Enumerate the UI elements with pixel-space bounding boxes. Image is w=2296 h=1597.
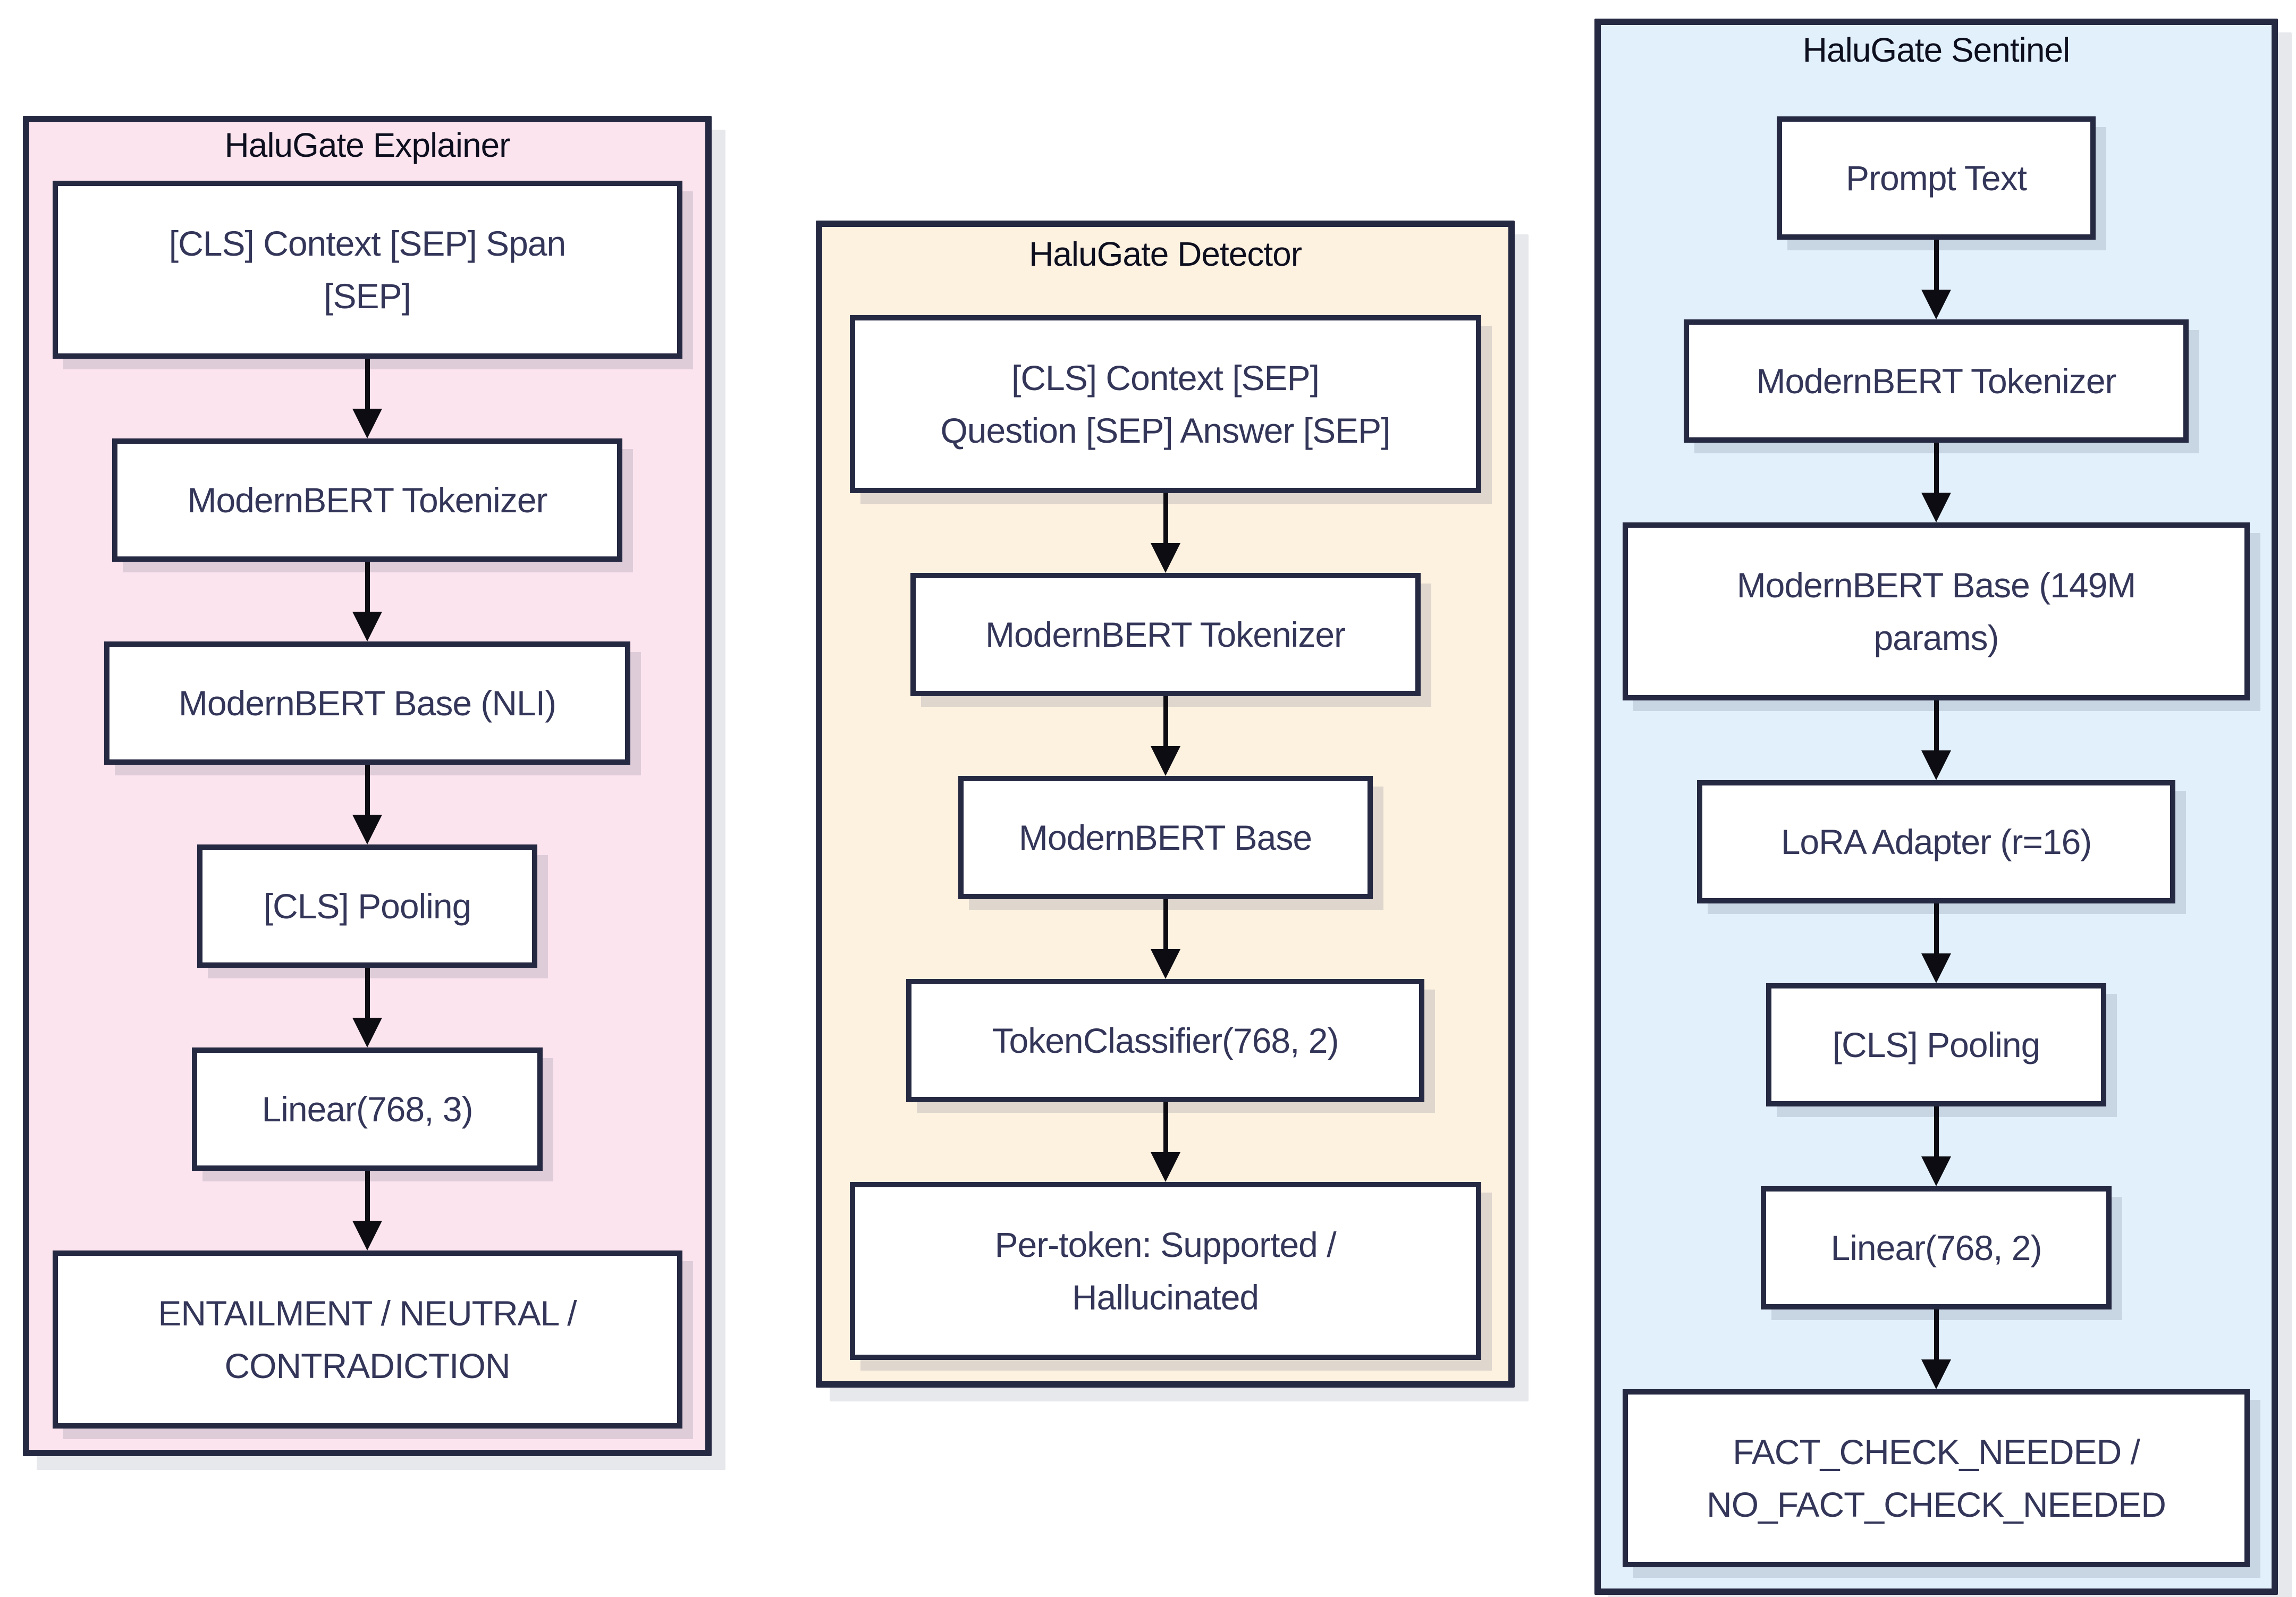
- node-label: ModernBERT Base (149M: [1736, 565, 2137, 605]
- node-modernbert-tokenizer: ModernBERT Tokenizer: [1684, 319, 2189, 443]
- node-label: ModernBERT Tokenizer: [187, 480, 547, 520]
- node-prompt-text: Prompt Text: [1777, 116, 2096, 240]
- arrow-down-icon: [1148, 1102, 1183, 1182]
- node-cls-pooling: [CLS] Pooling: [1766, 983, 2106, 1106]
- arrow-down-icon: [1919, 903, 1954, 983]
- panel-title-sentinel: HaluGate Sentinel: [1802, 31, 2070, 69]
- node-label: ModernBERT Base: [1018, 817, 1312, 857]
- node-modernbert-base: ModernBERT Base: [958, 776, 1373, 899]
- panel-halugate-sentinel: HaluGate Sentinel Prompt Text ModernBERT…: [1594, 19, 2278, 1595]
- node-label: CONTRADICTION: [224, 1346, 511, 1385]
- arrow-down-icon: [1919, 1309, 1954, 1389]
- arrow-down-icon: [1919, 240, 1954, 319]
- node-label: LoRA Adapter (r=16): [1780, 822, 2092, 861]
- arrow-down-icon: [1919, 443, 1954, 522]
- node-label: Prompt Text: [1846, 158, 2027, 198]
- node-input-cls-context-sep-span: [CLS] Context [SEP] Span [SEP]: [52, 181, 682, 359]
- node-output-entailment-neutral-contradiction: ENTAILMENT / NEUTRAL / CONTRADICTION: [52, 1250, 682, 1429]
- node-label: [CLS] Pooling: [1832, 1025, 2041, 1064]
- node-cls-pooling: [CLS] Pooling: [197, 844, 537, 968]
- node-label: [CLS] Context [SEP]: [1011, 358, 1320, 398]
- node-output-fact-check: FACT_CHECK_NEEDED / NO_FACT_CHECK_NEEDED: [1623, 1389, 2250, 1567]
- node-label: Question [SEP] Answer [SEP]: [940, 410, 1390, 450]
- arrow-down-icon: [350, 359, 385, 438]
- node-label: ENTAILMENT / NEUTRAL /: [158, 1293, 577, 1333]
- arrow-down-icon: [350, 765, 385, 844]
- node-linear-768-3: Linear(768, 3): [192, 1047, 543, 1171]
- arrow-down-icon: [1919, 1106, 1954, 1186]
- node-label: Hallucinated: [1071, 1277, 1259, 1317]
- node-label: [CLS] Pooling: [263, 886, 472, 926]
- arrow-down-icon: [350, 562, 385, 641]
- node-lora-adapter: LoRA Adapter (r=16): [1697, 780, 2175, 903]
- arrow-down-icon: [350, 1171, 385, 1250]
- node-input-cls-context-question-answer: [CLS] Context [SEP] Question [SEP] Answe…: [849, 315, 1481, 493]
- node-label: FACT_CHECK_NEEDED /: [1733, 1432, 2140, 1472]
- arrow-down-icon: [1919, 700, 1954, 780]
- node-modernbert-base-nli: ModernBERT Base (NLI): [104, 641, 630, 765]
- node-token-classifier: TokenClassifier(768, 2): [906, 979, 1424, 1102]
- node-label: ModernBERT Tokenizer: [985, 614, 1346, 654]
- node-modernbert-base-149m: ModernBERT Base (149M params): [1623, 522, 2250, 700]
- node-output-per-token-supported-hallucinated: Per-token: Supported / Hallucinated: [849, 1182, 1481, 1360]
- node-label: Per-token: Supported /: [994, 1224, 1336, 1264]
- node-label: [CLS] Context [SEP] Span: [168, 223, 566, 263]
- node-modernbert-tokenizer: ModernBERT Tokenizer: [112, 438, 622, 562]
- node-label: TokenClassifier(768, 2): [992, 1020, 1339, 1060]
- panel-title-explainer: HaluGate Explainer: [224, 126, 511, 164]
- node-label: ModernBERT Tokenizer: [1756, 361, 2116, 401]
- node-label: params): [1873, 618, 1999, 657]
- arrow-down-icon: [1148, 696, 1183, 776]
- node-label: Linear(768, 3): [261, 1089, 474, 1129]
- node-modernbert-tokenizer: ModernBERT Tokenizer: [910, 573, 1421, 696]
- arrow-down-icon: [350, 968, 385, 1047]
- panel-halugate-explainer: HaluGate Explainer [CLS] Context [SEP] S…: [23, 116, 712, 1456]
- panel-halugate-detector: HaluGate Detector [CLS] Context [SEP] Qu…: [816, 221, 1515, 1388]
- panel-title-detector: HaluGate Detector: [1028, 235, 1302, 273]
- node-label: Linear(768, 2): [1830, 1228, 2042, 1268]
- arrow-down-icon: [1148, 493, 1183, 573]
- arrow-down-icon: [1148, 899, 1183, 979]
- node-label: ModernBERT Base (NLI): [178, 683, 556, 723]
- node-linear-768-2: Linear(768, 2): [1761, 1186, 2112, 1309]
- node-label: NO_FACT_CHECK_NEEDED: [1707, 1484, 2166, 1524]
- node-label: [SEP]: [324, 276, 411, 316]
